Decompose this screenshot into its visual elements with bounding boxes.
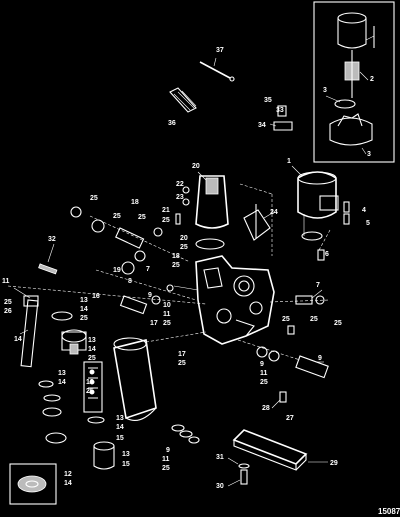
callout-c20: 20 [192, 163, 200, 170]
callout-c15a: 15 [116, 435, 124, 442]
manual-release-valve [239, 183, 273, 256]
callout-c13e: 13 [116, 415, 124, 422]
callout-c20b: 20 [180, 235, 188, 242]
callout-c25f: 25 [172, 262, 180, 269]
callout-c19: 19 [113, 267, 121, 274]
center-orings [171, 424, 200, 444]
callout-c13d: 13 [86, 379, 94, 386]
cylinder-tube [113, 331, 207, 421]
filter-screen [169, 87, 197, 113]
callout-c25b: 25 [180, 244, 188, 251]
bolt-and-washer [227, 457, 250, 487]
leader-lines [13, 171, 324, 363]
callout-c13f: 13 [122, 451, 130, 458]
trim-limit-block [232, 429, 328, 471]
callout-c14c: 14 [88, 346, 96, 353]
callout-c16: 16 [92, 293, 100, 300]
callout-c25c: 25 [90, 195, 98, 202]
callout-c21a: 21 [162, 207, 170, 214]
callout-c18: 18 [131, 199, 139, 206]
callout-c13a: 13 [80, 297, 88, 304]
callout-c25j: 25 [88, 355, 96, 362]
callout-c11b: 11 [163, 311, 171, 318]
seal-inset [9, 463, 57, 505]
callout-c11c: 11 [260, 370, 268, 377]
callout-c8: 8 [128, 278, 132, 285]
left-components [38, 206, 197, 315]
callout-c9c: 9 [260, 361, 264, 368]
callout-c25p: 25 [260, 379, 268, 386]
callout-c2: 2 [370, 76, 374, 83]
motor-inset [313, 1, 395, 163]
callout-c17: 17 [150, 320, 158, 327]
callout-c25k: 25 [86, 388, 94, 395]
callout-c5: 5 [366, 220, 370, 227]
callout-c11d: 11 [162, 456, 170, 463]
inset-frame [313, 1, 395, 163]
seal-inset-frame [9, 463, 57, 505]
callout-c27: 27 [286, 415, 294, 422]
callout-c6: 6 [325, 251, 329, 258]
callout-c11: 11 [2, 278, 10, 285]
callout-c13c: 13 [58, 370, 66, 377]
callout-c25h: 25 [4, 299, 12, 306]
callout-c14a: 14 [14, 336, 22, 343]
callout-c25e: 25 [138, 214, 146, 221]
callout-c9d: 9 [166, 447, 170, 454]
callout-c14d: 14 [58, 379, 66, 386]
callout-c37: 37 [216, 47, 224, 54]
callout-c23: 23 [176, 194, 184, 201]
callout-c9b: 9 [318, 355, 322, 362]
figure-reference: 15087 [378, 507, 400, 516]
callout-c30: 30 [216, 483, 224, 490]
callout-c34: 34 [258, 122, 266, 129]
callout-c25d: 25 [113, 213, 121, 220]
callout-c25a: 25 [162, 217, 170, 224]
pump-motor [291, 165, 350, 261]
callout-c25n: 25 [334, 320, 342, 327]
callout-c12: 12 [64, 471, 72, 478]
callout-c18b: 18 [172, 253, 180, 260]
callout-c25g: 25 [163, 320, 171, 327]
pump-body [173, 255, 275, 345]
callout-c10: 10 [163, 302, 171, 309]
callout-c1: 1 [287, 158, 291, 165]
callout-c28: 28 [262, 405, 270, 412]
right-fittings [237, 295, 331, 409]
callout-c14b: 14 [80, 306, 88, 313]
callout-c33: 33 [276, 107, 284, 114]
callout-c25i: 25 [80, 315, 88, 322]
callout-c32: 32 [48, 236, 56, 243]
callout-c7a: 7 [146, 266, 150, 273]
callout-c17b: 17 [178, 351, 186, 358]
callout-c29: 29 [330, 460, 338, 467]
callout-c7b: 7 [316, 282, 320, 289]
callout-c35: 35 [264, 97, 272, 104]
callout-c9a: 9 [148, 292, 152, 299]
callout-c3b: 3 [367, 151, 371, 158]
callout-c15b: 15 [122, 461, 130, 468]
callout-c4: 4 [362, 207, 366, 214]
callout-c26: 26 [4, 308, 12, 315]
callout-c25q: 25 [162, 465, 170, 472]
trim-rod-assembly [7, 285, 207, 470]
callout-c14f: 14 [64, 480, 72, 487]
callout-c22: 22 [176, 181, 184, 188]
callout-c25l: 25 [178, 360, 186, 367]
callout-c24: 24 [270, 209, 278, 216]
callout-c25o: 25 [282, 316, 290, 323]
top-small-parts [169, 57, 293, 131]
callout-c25m: 25 [310, 316, 318, 323]
callout-c14e: 14 [116, 424, 124, 431]
callout-c36: 36 [168, 120, 176, 127]
callout-c3a: 3 [323, 87, 327, 94]
callout-c13b: 13 [88, 337, 96, 344]
callout-c31: 31 [216, 454, 224, 461]
reservoir [175, 175, 229, 250]
